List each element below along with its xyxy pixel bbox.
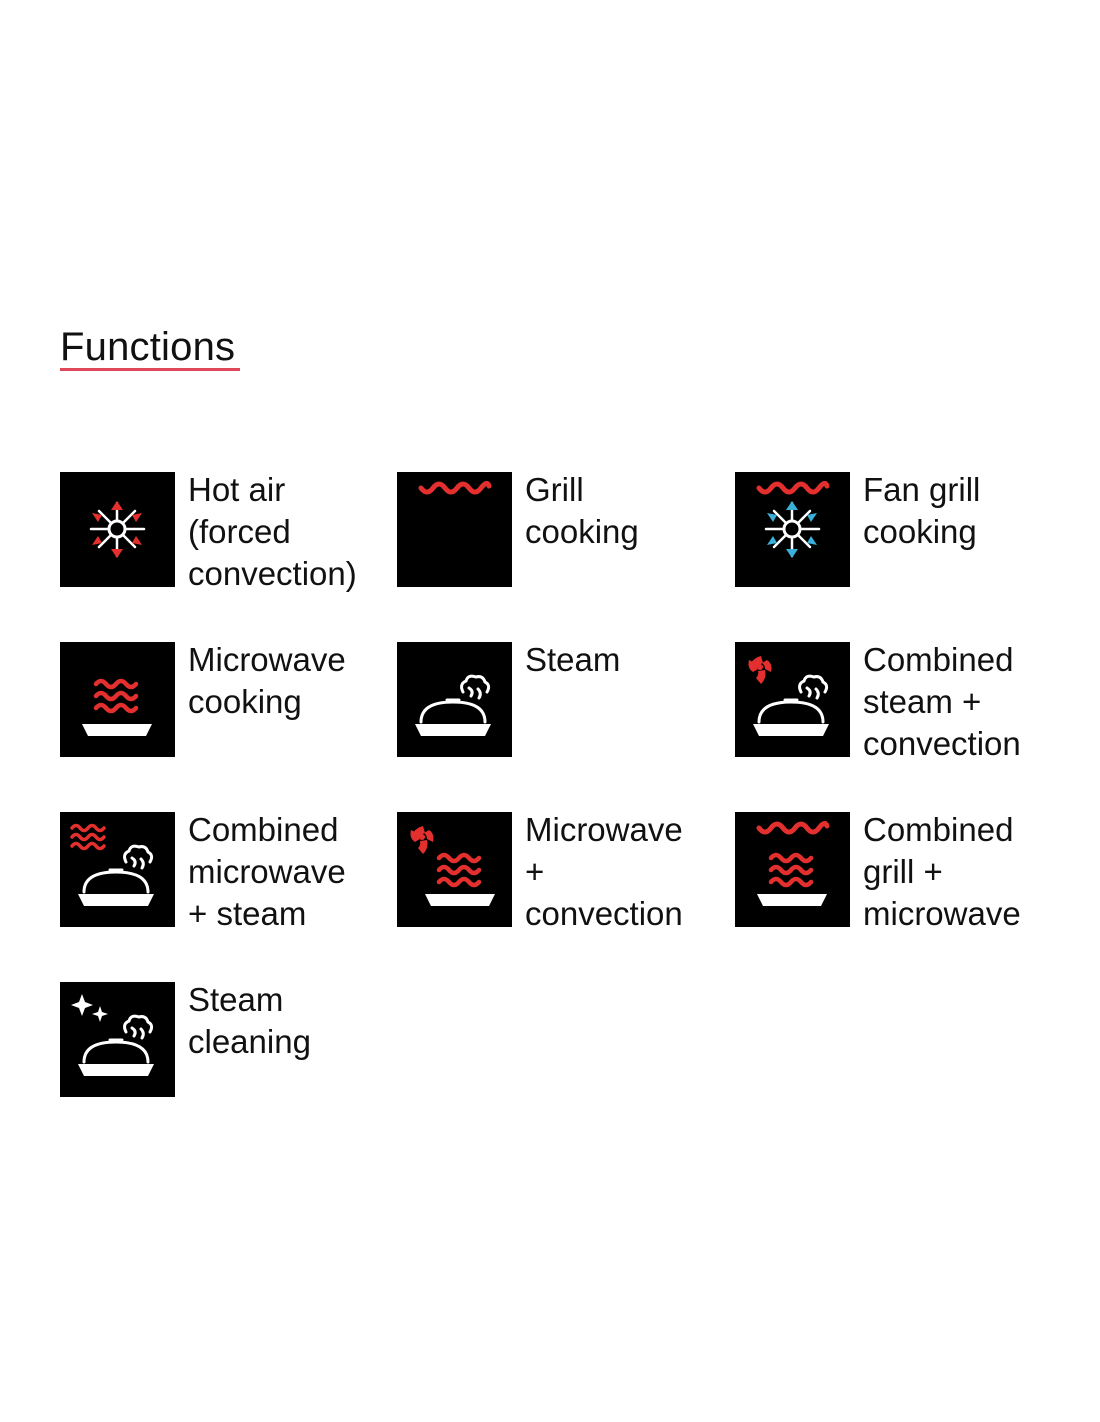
- function-fan-grill: Fan grill cooking: [735, 471, 981, 587]
- function-label: Fan grill cooking: [863, 471, 981, 550]
- hot-air-fan-icon: [60, 472, 175, 587]
- fan-grill-icon: [735, 472, 850, 587]
- function-microwave-steam: Combined microwave + steam: [60, 811, 346, 935]
- function-microwave-convection: Microwave + convection: [397, 811, 683, 935]
- steam-convection-icon: [735, 642, 850, 757]
- function-hot-air: Hot air (forced convection): [60, 471, 357, 595]
- function-steam-cleaning: Steam cleaning: [60, 981, 311, 1097]
- microwave-icon: [60, 642, 175, 757]
- function-label: Steam: [525, 641, 621, 678]
- function-steam-convection: Combined steam + convection: [735, 641, 1021, 765]
- function-label: Combined steam + convection: [863, 641, 1021, 762]
- function-label: Microwave + convection: [525, 811, 683, 932]
- function-grill: Grill cooking: [397, 471, 639, 587]
- function-steam: Steam: [397, 641, 621, 757]
- function-grill-microwave: Combined grill + microwave: [735, 811, 1021, 935]
- function-label: Combined grill + microwave: [863, 811, 1021, 932]
- function-microwave: Microwave cooking: [60, 641, 346, 757]
- microwave-steam-icon: [60, 812, 175, 927]
- microwave-convection-icon: [397, 812, 512, 927]
- function-label: Hot air (forced convection): [188, 471, 357, 592]
- function-label: Microwave cooking: [188, 641, 346, 720]
- steam-cleaning-icon: [60, 982, 175, 1097]
- page-title: Functions: [60, 325, 236, 369]
- function-label: Combined microwave + steam: [188, 811, 346, 932]
- function-label: Grill cooking: [525, 471, 639, 550]
- grill-icon: [397, 472, 512, 587]
- function-label: Steam cleaning: [188, 981, 311, 1060]
- title-underline: [60, 368, 240, 371]
- steam-icon: [397, 642, 512, 757]
- grill-microwave-icon: [735, 812, 850, 927]
